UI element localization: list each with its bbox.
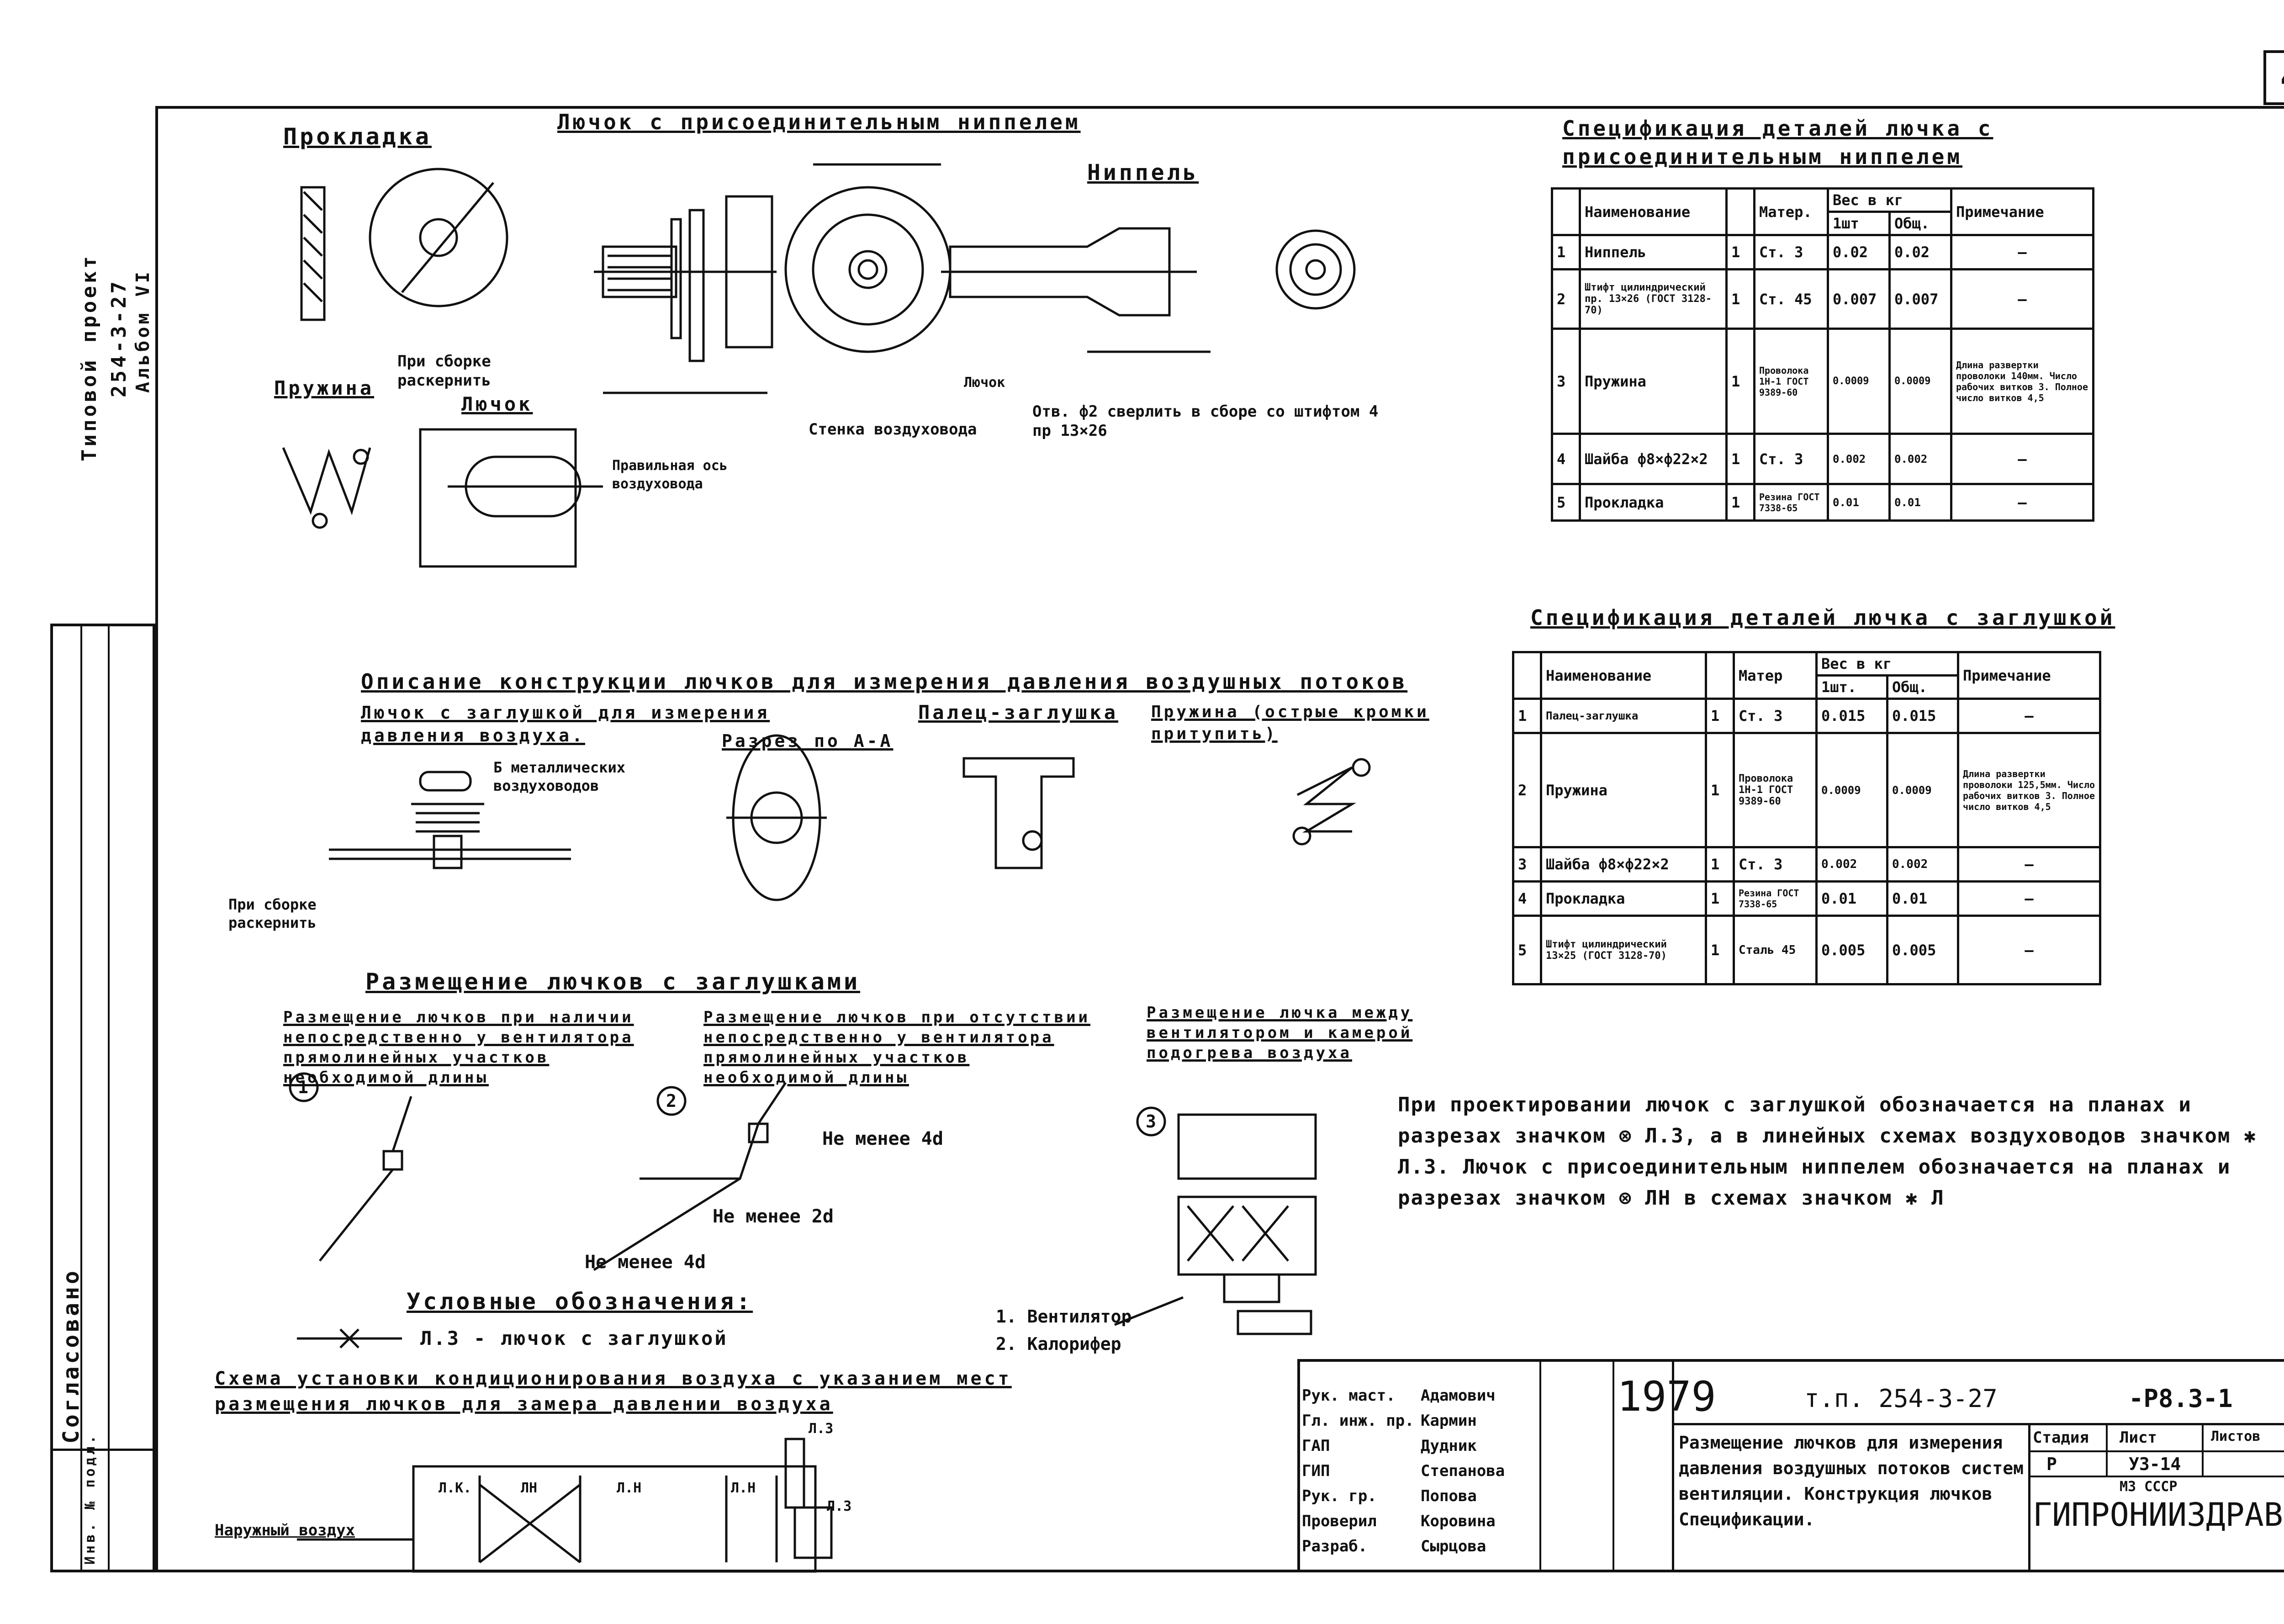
placement-heading: Размещение лючков с заглушками	[365, 968, 861, 995]
gasket-heading: Прокладка	[283, 123, 432, 150]
tb-role-2: ГАП	[1302, 1437, 1330, 1455]
spec2-title: Спецификация деталей лючка с заглушкой	[1530, 605, 2115, 630]
scheme-mark-ln1: ЛН	[521, 1480, 538, 1496]
legend-heading: Условные обозначения:	[407, 1288, 753, 1315]
drawing-frame	[155, 106, 2284, 1572]
tb-name-2: Дудник	[1421, 1437, 1477, 1455]
tb-sheet-label: Лист	[2120, 1428, 2157, 1447]
scheme-mark-lz2: Л.З	[827, 1498, 852, 1514]
tb-name-5: Коровина	[1421, 1512, 1496, 1530]
placement-3-num: 3	[1146, 1111, 1156, 1132]
tb-role-6: Разраб.	[1302, 1537, 1368, 1555]
tb-code: -Р8.3-1	[2129, 1384, 2233, 1413]
spec1-header-total: Общ.	[1888, 211, 1952, 236]
placement-1-num: 1	[298, 1077, 308, 1097]
spec1-header-note: Примечание	[1950, 187, 2094, 236]
section-aa-heading: Разрез по А-А	[722, 731, 894, 751]
spec1-header-mat: Матер.	[1753, 187, 1829, 236]
luchok-label: Лючок	[964, 375, 1005, 391]
hatch-nipple-heading: Лючок с присоединительным ниппелем	[557, 110, 1081, 134]
tb-name-1: Кармин	[1421, 1412, 1477, 1430]
not-less-4d-label: Не менее 4d	[822, 1128, 943, 1149]
spring-heading: Пружина	[274, 377, 375, 399]
spring-edges-heading: Пружина (острые кромки притупить)	[1151, 703, 1429, 743]
description-heading: Описание конструкции лючков для измерени…	[361, 669, 1408, 694]
nipple-heading: Ниппель	[1087, 160, 1199, 185]
tb-sheets-label: Листов	[2211, 1428, 2261, 1444]
spec1-header-one: 1шт	[1827, 211, 1891, 236]
spec2-header-weight: Вес в кг	[1815, 651, 1959, 677]
heater-label: 2. Калорифер	[996, 1334, 1121, 1354]
tb-name-4: Попова	[1421, 1487, 1477, 1505]
sheet-number: 44	[2263, 50, 2284, 105]
not-less-2d-label: Не менее 2d	[713, 1206, 834, 1227]
tb-stage: Р	[2046, 1454, 2057, 1474]
spec2-header-mat: Матер	[1733, 651, 1818, 700]
title-block: Рук. маст. Адамович Гл. инж. пр. Кармин …	[1297, 1359, 2284, 1572]
tb-ministry: МЗ СССР	[2120, 1479, 2178, 1495]
tb-name-6: Сырцова	[1421, 1537, 1486, 1555]
spec2-header-note: Примечание	[1957, 651, 2101, 700]
side-panel	[50, 624, 155, 1572]
spec2-header-total: Общ.	[1886, 674, 1959, 700]
scheme-mark-lz: Л.З	[809, 1421, 834, 1437]
tb-year: 1979	[1617, 1373, 1716, 1421]
tb-role-4: Рук. гр.	[1302, 1487, 1377, 1505]
designation-note: При проектировании лючок с заглушкой обо…	[1398, 1093, 2257, 1210]
spec2-header-name: Наименование	[1540, 651, 1707, 700]
spec2-table: Наименование Матер Вес в кг Примечание 1…	[1512, 651, 2101, 985]
at-assembly-label: При сборке раскернить	[397, 352, 491, 390]
spec1-header-weight: Вес в кг	[1827, 187, 1952, 213]
spec2-header-one: 1шт.	[1815, 674, 1888, 700]
tb-name-3: Степанова	[1421, 1462, 1505, 1480]
drill-label: Отв. ф2 сверлить в сборе со штифтом 4 пр…	[1032, 402, 1379, 440]
spec1-table: Наименование Матер. Вес в кг Примечание …	[1551, 187, 2094, 522]
spec1-title: Спецификация деталей лючка с присоединит…	[1562, 116, 1993, 169]
tb-role-3: ГИП	[1302, 1462, 1330, 1480]
tb-sheet: УЗ-14	[2129, 1454, 2181, 1474]
scheme-mark-ln3: Л.Н	[731, 1480, 756, 1496]
oval-axis-label: Правильная ось воздуховода	[612, 458, 728, 492]
tb-role-5: Проверил	[1302, 1512, 1377, 1530]
tb-project: т.п. 254-3-27	[1804, 1384, 1998, 1413]
scheme-heading: Схема установки кондиционирования воздух…	[215, 1368, 1012, 1415]
wall-label: Стенка воздуховода	[809, 420, 977, 439]
scheme-mark-ln2: Л.Н	[617, 1480, 642, 1496]
spec1-header-name: Наименование	[1579, 187, 1728, 236]
tb-role-0: Рук. маст.	[1302, 1386, 1396, 1405]
tb-name-0: Адамович	[1421, 1386, 1496, 1405]
legend-item: Л.З - лючок с заглушкой	[420, 1327, 728, 1349]
hatch-plug-heading: Лючок с заглушкой для измерения давления…	[361, 703, 770, 746]
placement-2-text: Размещение лючков при отсутствии непосре…	[703, 1008, 1091, 1087]
scheme-mark-lk: Л.К.	[439, 1480, 472, 1496]
not-less-4d-b-label: Не менее 4d	[585, 1252, 706, 1273]
hatch-heading: Лючок	[461, 393, 533, 415]
ventilator-label: 1. Вентилятор	[996, 1307, 1132, 1327]
tb-role-1: Гл. инж. пр.	[1302, 1412, 1414, 1430]
tb-stage-label: Стадия	[2033, 1428, 2089, 1447]
placement-1-text: Размещение лючков при наличии непосредст…	[283, 1008, 634, 1087]
tb-description: Размещение лючков для измерения давления…	[1679, 1433, 2024, 1529]
finger-plug-heading: Палец-заглушка	[918, 701, 1119, 724]
metal-ducts-label: Б металлических воздуховодов	[493, 759, 625, 794]
at-assembly-label-2: При сборке раскернить	[228, 896, 317, 931]
placement-2-num: 2	[666, 1091, 677, 1111]
placement-3-text: Размещение лючка между вентилятором и ка…	[1147, 1004, 1413, 1062]
tb-org: ГИПРОНИИЗДРАВ	[2033, 1496, 2283, 1534]
outside-air-label: Наружный воздух	[215, 1521, 355, 1539]
